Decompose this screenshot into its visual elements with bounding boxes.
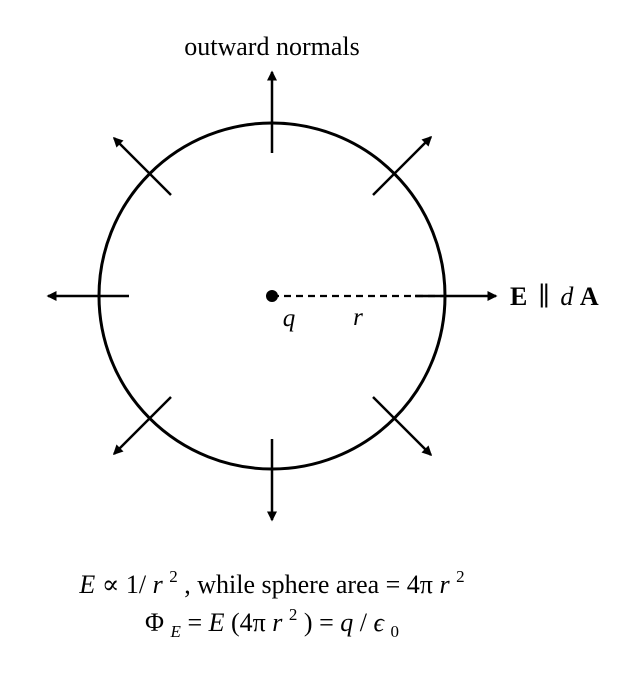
equation-field-falloff: E ∝ 1/ r 2 , while sphere area = 4π r 2 (78, 559, 464, 599)
equation-flux: Φ E = E (4π r 2 ) = q / ϵ 0 (145, 597, 399, 643)
normal-arrow-down-right (372, 396, 433, 457)
normal-arrow-up-left (112, 136, 172, 196)
outward-normals-label: outward normals (184, 32, 359, 61)
radius-label: r (353, 304, 363, 331)
normal-arrow-down-left (112, 396, 172, 456)
point-charge (266, 290, 278, 302)
normal-arrow-up-right (372, 135, 433, 196)
field-direction-label: E ∥ d A (510, 282, 599, 311)
charge-label: q (283, 305, 296, 332)
